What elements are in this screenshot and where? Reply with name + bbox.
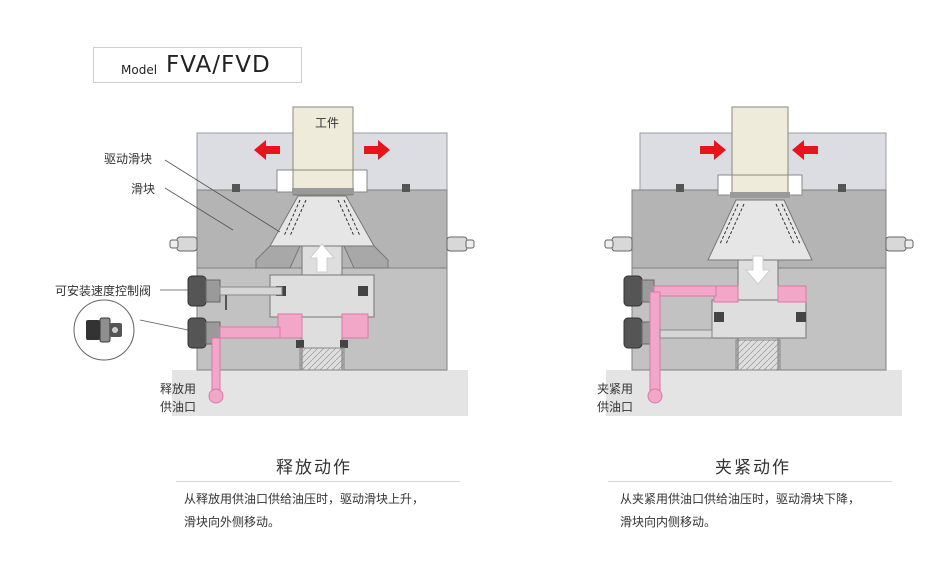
model-box: Model FVA/FVD	[93, 47, 302, 83]
release-description: 从释放用供油口供给油压时，驱动滑块上升， 滑块向外侧移动。	[184, 488, 424, 534]
model-prefix: Model	[121, 63, 158, 77]
arrow-up-icon	[308, 243, 336, 273]
clamp-left-fitting	[604, 236, 633, 252]
release-diagram	[73, 106, 475, 416]
clamp-oil-chamber	[713, 285, 807, 303]
arrow-right-icon	[700, 140, 726, 160]
release-right-fitting	[446, 236, 475, 252]
release-oil-port	[208, 388, 224, 404]
clamp-right-fitting	[885, 236, 914, 252]
arrow-down-icon	[744, 255, 772, 285]
slider-label: 滑块	[131, 182, 156, 196]
release-port-plug	[187, 317, 207, 349]
workpiece-label: 工件	[315, 116, 340, 130]
release-seal	[402, 184, 410, 192]
speed-control-valve-icon	[86, 317, 122, 343]
release-divider	[176, 481, 460, 482]
clamp-diagram	[604, 106, 914, 416]
release-port-label-line2: 供油口	[160, 400, 197, 414]
clamp-driving-slider	[707, 199, 813, 261]
clamp-oil-port	[647, 388, 663, 404]
clamp-desc-line1: 从夹紧用供油口供给油压时，驱动滑块下降，	[620, 492, 861, 506]
clamp-piston	[711, 299, 807, 339]
release-port-label-line1: 释放用	[160, 382, 197, 396]
clamp-oil-line	[649, 291, 661, 397]
release-port-plug	[187, 275, 207, 307]
release-piston	[269, 274, 375, 318]
clamp-desc-line2: 滑块向内侧移动。	[620, 515, 717, 529]
clamp-title: 夹紧动作	[715, 458, 791, 478]
release-desc-line1: 从释放用供油口供给油压时，驱动滑块上升，	[184, 492, 425, 506]
release-slider-wing	[343, 245, 389, 269]
clamp-port-label-line1: 夹紧用	[597, 382, 634, 396]
clamp-port-label-line2: 供油口	[597, 400, 634, 414]
arrow-left-icon	[792, 140, 818, 160]
model-name: FVA/FVD	[166, 52, 271, 78]
arrow-right-icon	[364, 140, 390, 160]
release-slider-wing	[255, 245, 301, 269]
release-oil-line	[210, 337, 221, 397]
release-seal	[232, 184, 240, 192]
clamp-description: 从夹紧用供油口供给油压时，驱动滑块下降， 滑块向内侧移动。	[620, 488, 860, 534]
arrow-left-icon	[254, 140, 280, 160]
speed-valve-label: 可安装速度控制阀	[55, 284, 152, 298]
release-desc-line2: 滑块向外侧移动。	[184, 515, 281, 529]
release-title: 释放动作	[276, 458, 352, 478]
release-left-fitting	[169, 236, 198, 252]
clamp-divider	[608, 481, 892, 482]
driving-slider-label: 驱动滑块	[104, 152, 153, 166]
